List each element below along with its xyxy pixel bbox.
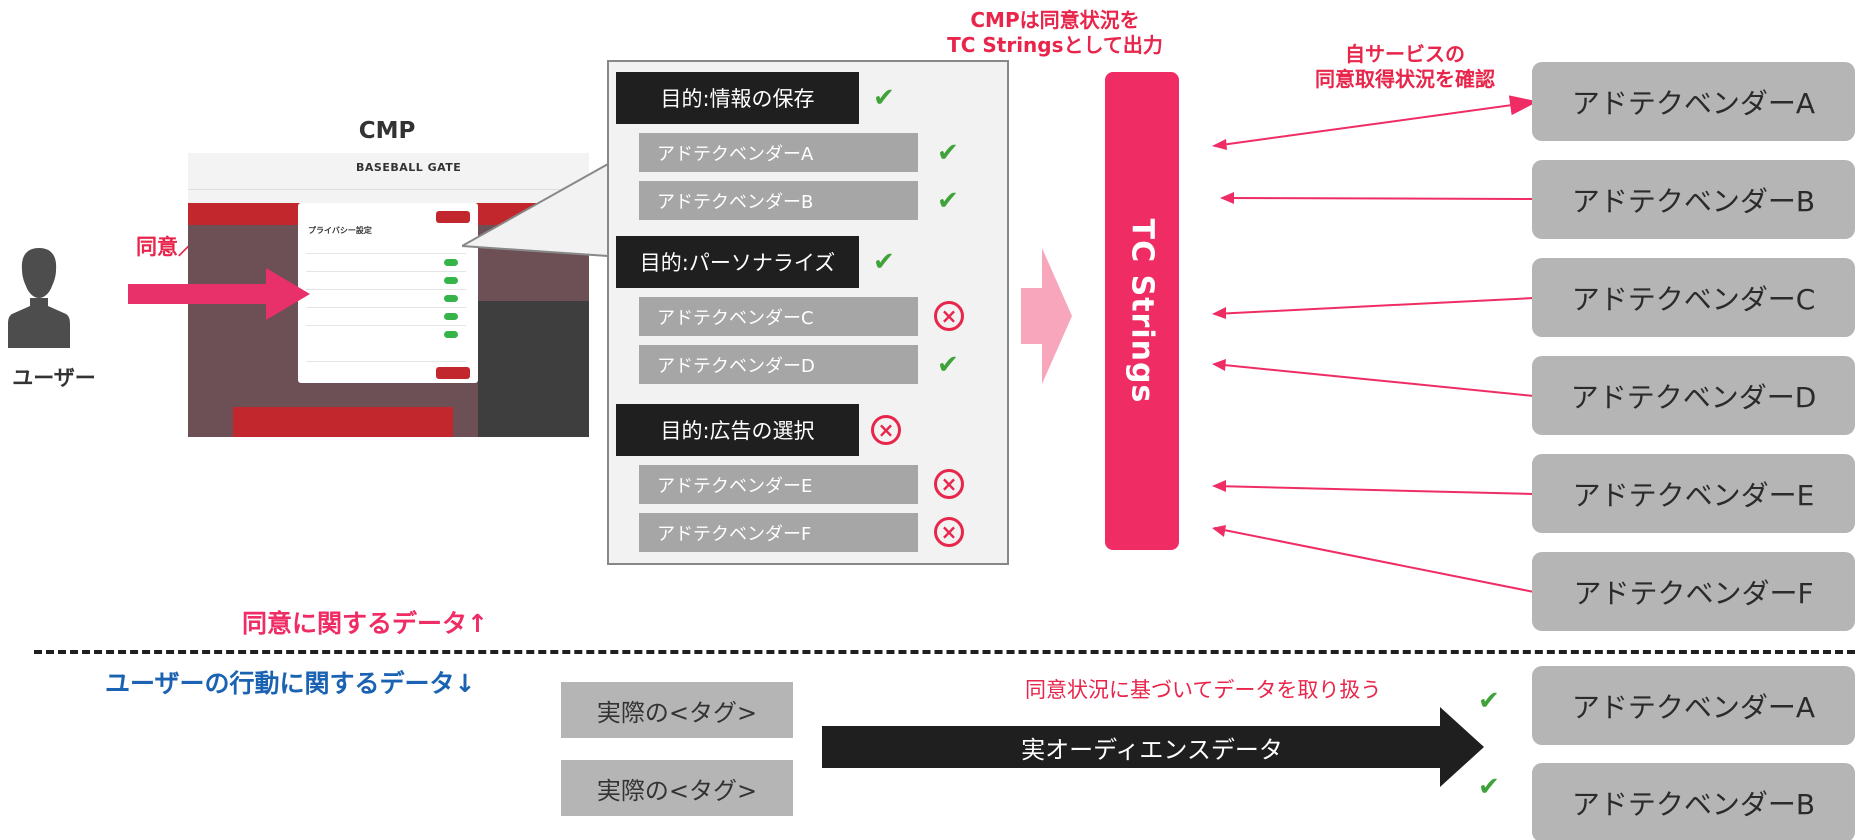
tc-strings-label: TC Strings — [1124, 218, 1160, 404]
tag-box: 実際の<タグ> — [561, 760, 793, 816]
cross-circle-icon: × — [871, 415, 901, 445]
consent-arrow-shaft — [128, 284, 268, 304]
callout-vendor-label: アドテクベンダーA — [639, 133, 918, 172]
vendor-check-note-line1: 自サービスの — [1345, 42, 1465, 66]
tc-output-note-line2: TC Stringsとして出力 — [947, 33, 1163, 57]
toggle-icon — [444, 259, 458, 266]
modal-row-divider — [306, 289, 466, 290]
arrow-head-a — [1212, 139, 1227, 150]
consent-data-label: 同意に関するデータ↑ — [242, 609, 488, 638]
vendor-box: アドテクベンダーB — [1532, 160, 1855, 239]
callout-vendor-label: アドテクベンダーE — [639, 465, 918, 504]
check-icon: ✔ — [873, 83, 895, 113]
vendor-box: アドテクベンダーD — [1532, 356, 1855, 435]
user-label: ユーザー — [12, 366, 96, 390]
bottom-vendor-box: アドテクベンダーA — [1532, 666, 1855, 745]
tag-box: 実際の<タグ> — [561, 682, 793, 738]
tc-output-note: CMPは同意状況を TC Stringsとして出力 — [920, 8, 1190, 58]
modal-row-divider — [306, 271, 466, 272]
vendor-arrow-d — [1213, 363, 1535, 397]
toggle-icon — [444, 277, 458, 284]
site-logo: BASEBALL GATE — [356, 161, 462, 174]
vendor-box: アドテクベンダーE — [1532, 454, 1855, 533]
purpose-label: 目的:情報の保存 — [616, 72, 859, 124]
callout-vendor-label: アドテクベンダーC — [639, 297, 918, 336]
vendor-arrow-b — [1223, 197, 1535, 200]
check-icon: ✔ — [1478, 772, 1500, 802]
tc-output-note-line1: CMPは同意状況を — [970, 8, 1140, 32]
callout-vendor-label: アドテクベンダーB — [639, 181, 918, 220]
site-sidebar — [478, 301, 589, 437]
toggle-icon — [444, 313, 458, 320]
modal-row-divider — [306, 361, 466, 362]
vendor-arrow-e — [1213, 485, 1535, 495]
vendor-arrow-a — [1213, 95, 1538, 147]
check-icon: ✔ — [937, 186, 959, 216]
arrow-head-b — [1220, 192, 1234, 204]
check-icon: ✔ — [873, 247, 895, 277]
behavior-data-label: ユーザーの行動に関するデータ↓ — [105, 669, 476, 698]
cross-circle-icon: × — [934, 517, 964, 547]
arrow-head-f — [1212, 525, 1226, 537]
purpose-label: 目的:パーソナライズ — [616, 236, 859, 288]
vendor-arrow-f — [1213, 527, 1535, 593]
toggle-icon — [444, 331, 458, 338]
output-arrow-shaft — [1021, 288, 1043, 344]
cross-circle-icon: × — [934, 469, 964, 499]
site-banner — [233, 407, 453, 437]
modal-row-divider — [306, 307, 466, 308]
modal-accept-all-button — [436, 211, 470, 223]
vendor-box: アドテクベンダーA — [1532, 62, 1855, 141]
vendor-arrow-c — [1213, 297, 1535, 315]
privacy-modal-title: プライバシー設定 — [308, 226, 372, 235]
section-divider — [34, 650, 1855, 654]
arrow-head-e — [1212, 480, 1226, 492]
vendor-check-note: 自サービスの 同意取得状況を確認 — [1290, 42, 1520, 92]
arrow-right-icon — [266, 268, 310, 320]
vendor-check-note-line2: 同意取得状況を確認 — [1315, 67, 1495, 91]
data-handling-note: 同意状況に基づいてデータを取り扱う — [1025, 678, 1382, 702]
cross-circle-icon: × — [934, 301, 964, 331]
callout-vendor-label: アドテクベンダーD — [639, 345, 918, 384]
arrow-head-d — [1212, 359, 1226, 371]
check-icon: ✔ — [937, 350, 959, 380]
arrow-right-icon — [1440, 707, 1484, 787]
site-nav — [188, 189, 589, 203]
privacy-modal: プライバシー設定 — [298, 203, 478, 383]
modal-row-divider — [306, 325, 466, 326]
modal-save-button — [436, 367, 470, 379]
bottom-vendor-box: アドテクベンダーB — [1532, 763, 1855, 840]
purpose-label: 目的:広告の選択 — [616, 404, 859, 456]
modal-row-divider — [306, 253, 466, 254]
arrow-right-icon — [1042, 248, 1072, 384]
callout-vendor-label: アドテクベンダーF — [639, 513, 918, 552]
callout-pointer — [462, 163, 609, 257]
cmp-website-screenshot: BASEBALL GATE プライバシー設定 — [188, 153, 589, 437]
user-silhouette-icon — [8, 248, 70, 348]
arrow-head-c — [1212, 307, 1226, 319]
vendor-box: アドテクベンダーF — [1532, 552, 1855, 631]
vendor-box: アドテクベンダーC — [1532, 258, 1855, 337]
cmp-label: CMP — [358, 118, 416, 144]
check-icon: ✔ — [1478, 686, 1500, 716]
toggle-icon — [444, 295, 458, 302]
check-icon: ✔ — [937, 138, 959, 168]
audience-data-arrow: 実オーディエンスデータ — [822, 726, 1442, 768]
vendor-query-arrows — [1212, 95, 1538, 593]
tc-strings-bar — [1105, 72, 1179, 550]
